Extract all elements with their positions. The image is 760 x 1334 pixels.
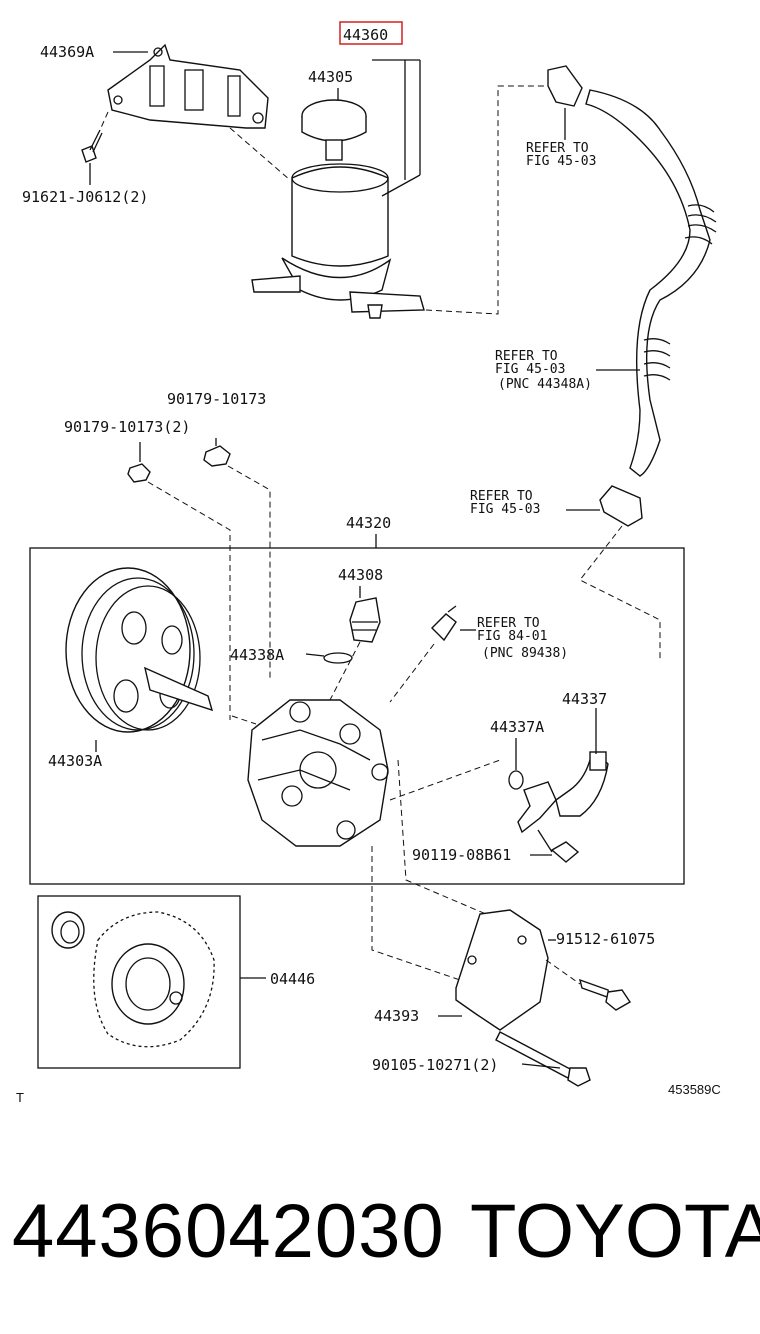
bolt-91512[interactable] (579, 978, 631, 1011)
pulley-44303a[interactable] (65, 567, 214, 733)
figure-code: 453589C (668, 1082, 721, 1097)
clamp-mid[interactable] (599, 485, 643, 527)
label-44393: 44393 (374, 1007, 419, 1025)
bracket-44393[interactable] (455, 909, 549, 1031)
sensor-89438[interactable] (431, 605, 457, 642)
bracket-44369a[interactable] (107, 43, 269, 129)
label-refer2-c: (PNC 44348A) (498, 377, 592, 392)
label-refer4-c: (PNC 89438) (482, 646, 568, 661)
label-refer4-b: FIG 84-01 (477, 629, 547, 644)
label-44337a: 44337A (490, 718, 544, 736)
label-refer1-a: REFER TO (526, 141, 589, 156)
label-44303a: 44303A (48, 752, 102, 770)
bolt-91621[interactable] (81, 129, 103, 163)
pump-assembly-frame (29, 547, 685, 885)
label-refer3-a: REFER TO (470, 489, 533, 504)
nut-90179-right[interactable] (203, 445, 231, 467)
label-44338a: 44338A (230, 646, 284, 664)
label-refer2-a: REFER TO (495, 349, 558, 364)
label-44308: 44308 (338, 566, 383, 584)
o-ring-44337a[interactable] (508, 770, 524, 790)
pressure-switch-44308[interactable] (349, 597, 381, 643)
gasket-kit-04446[interactable] (51, 911, 215, 1048)
label-refer3-b: FIG 45-03 (470, 502, 540, 517)
label-44369a: 44369A (40, 43, 94, 61)
label-04446: 04446 (270, 970, 315, 988)
highlight-44360 (339, 21, 403, 45)
bolt-90119[interactable] (537, 829, 580, 863)
label-91621: 91621-J0612(2) (22, 188, 148, 206)
label-90179-b: 90179-10173(2) (64, 418, 190, 436)
clamp-top[interactable] (547, 65, 583, 107)
label-refer4-a: REFER TO (477, 616, 540, 631)
label-44320: 44320 (346, 514, 391, 532)
corner-mark: T (16, 1090, 24, 1105)
return-hose[interactable] (585, 89, 717, 477)
label-refer2-b: FIG 45-03 (495, 362, 565, 377)
label-90105: 90105-10271(2) (372, 1056, 498, 1074)
brand-name: TOYOTA (470, 1189, 760, 1274)
pump-body[interactable] (247, 699, 389, 847)
o-ring-44338a[interactable] (323, 652, 353, 664)
part-number: 4436042030 (12, 1189, 445, 1274)
reservoir-44360[interactable] (251, 99, 425, 319)
label-44305: 44305 (308, 68, 353, 86)
gasket-kit-frame (37, 895, 241, 1069)
pipe-union-44337[interactable] (517, 751, 609, 834)
label-refer1-b: FIG 45-03 (526, 154, 596, 169)
label-90179-a: 90179-10173 (167, 390, 266, 408)
nut-90179-left[interactable] (127, 463, 151, 483)
label-91512: 91512-61075 (556, 930, 655, 948)
label-44337: 44337 (562, 690, 607, 708)
label-44360: 44360 (343, 26, 388, 44)
label-90119: 90119-08B61 (412, 846, 511, 864)
bolt-90105[interactable] (495, 1031, 591, 1087)
